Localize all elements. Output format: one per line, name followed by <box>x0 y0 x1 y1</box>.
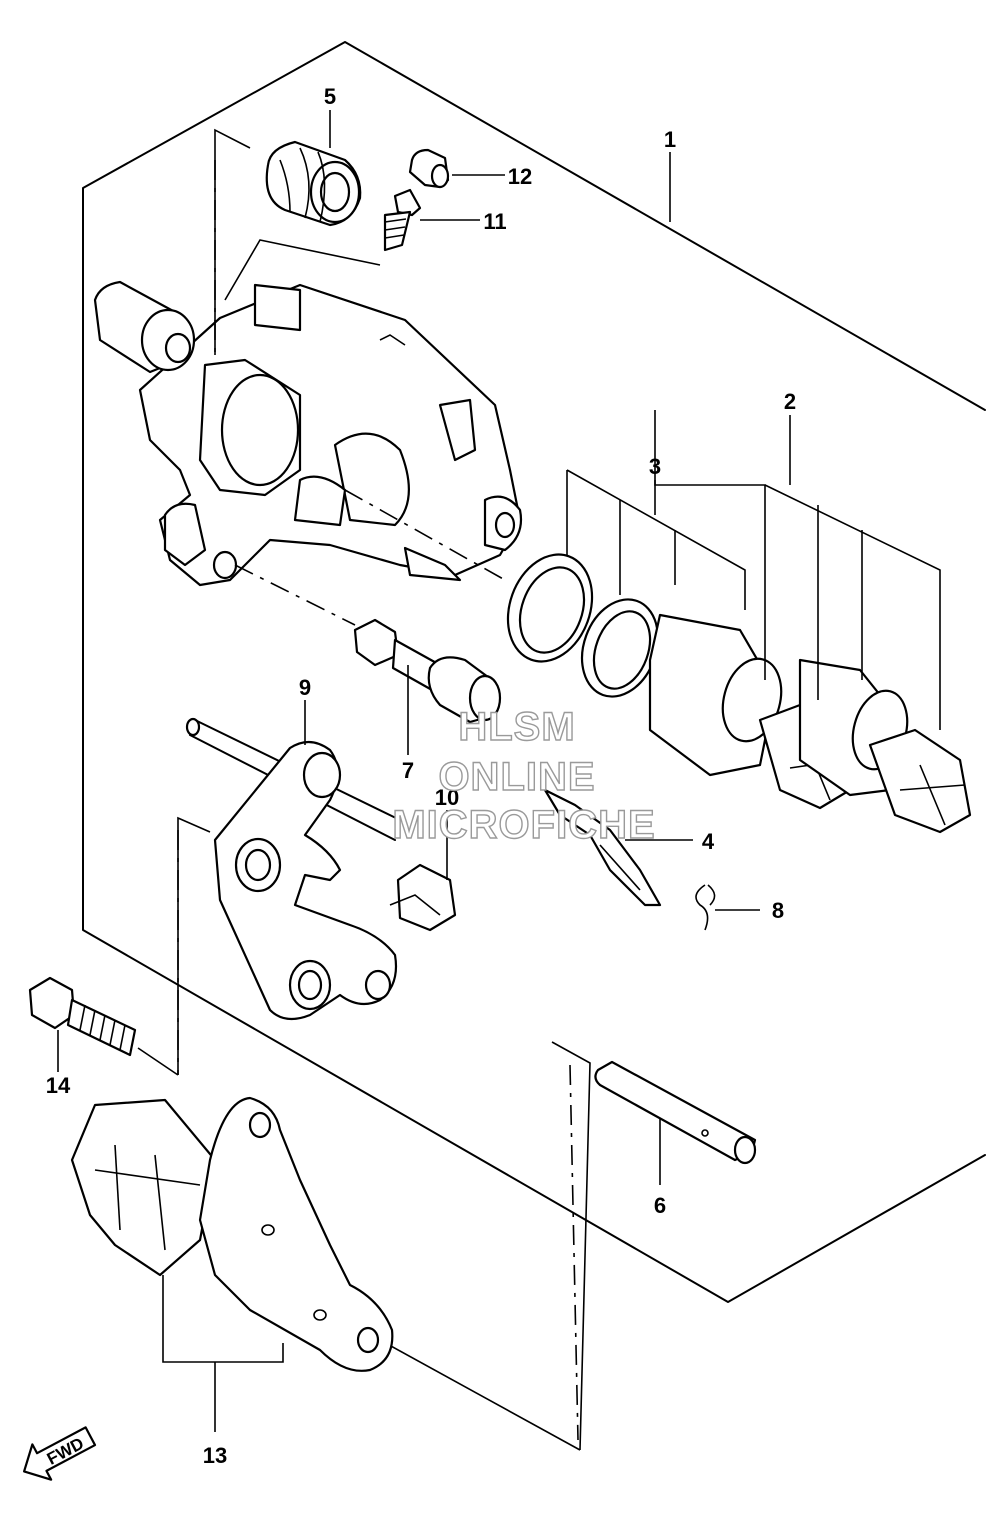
callout-7: 7 <box>402 758 414 783</box>
callout-8: 8 <box>772 898 784 923</box>
brake-pad-part-13-b <box>198 1096 394 1372</box>
bolt-part-14 <box>28 976 137 1057</box>
callout-12: 12 <box>508 164 532 189</box>
callout-10: 10 <box>435 785 459 810</box>
watermark: HLSM ONLINE MICROFICHE <box>392 704 656 847</box>
callout-5: 5 <box>324 84 336 109</box>
watermark-line-3: MICROFICHE <box>392 803 655 847</box>
boot-part-5 <box>265 140 362 227</box>
bleeder-part-11 <box>383 188 422 252</box>
cap-part-12 <box>408 148 450 189</box>
callout-3: 3 <box>649 454 661 479</box>
assembly-outline <box>82 41 986 1303</box>
callout-9: 9 <box>299 675 311 700</box>
callout-1: 1 <box>664 127 676 152</box>
bracket-part-9 <box>185 717 401 1021</box>
callout-2: 2 <box>784 389 796 414</box>
callout-11: 11 <box>483 209 506 234</box>
brake-pad-part-13-a <box>70 1098 217 1277</box>
pin-bolt-part-7 <box>353 618 502 724</box>
caliper-body <box>93 239 523 587</box>
callout-14: 14 <box>46 1073 71 1098</box>
piston-part-2-b <box>798 658 972 834</box>
callout-13: 13 <box>203 1443 227 1468</box>
callout-4: 4 <box>702 829 715 854</box>
fwd-arrow-icon: FWD <box>22 1426 97 1481</box>
alignment-lines <box>137 128 591 1451</box>
clip-part-10 <box>389 863 457 932</box>
leader-lines <box>57 110 941 1432</box>
callout-6: 6 <box>654 1193 666 1218</box>
watermark-line-2: ONLINE <box>438 755 595 799</box>
watermark-line-1: HLSM <box>458 705 575 749</box>
spring-part-4 <box>543 788 662 907</box>
seal-part-3-a <box>506 553 594 663</box>
pad-pin-part-6 <box>594 1060 757 1165</box>
snap-pin-part-8 <box>695 884 716 931</box>
